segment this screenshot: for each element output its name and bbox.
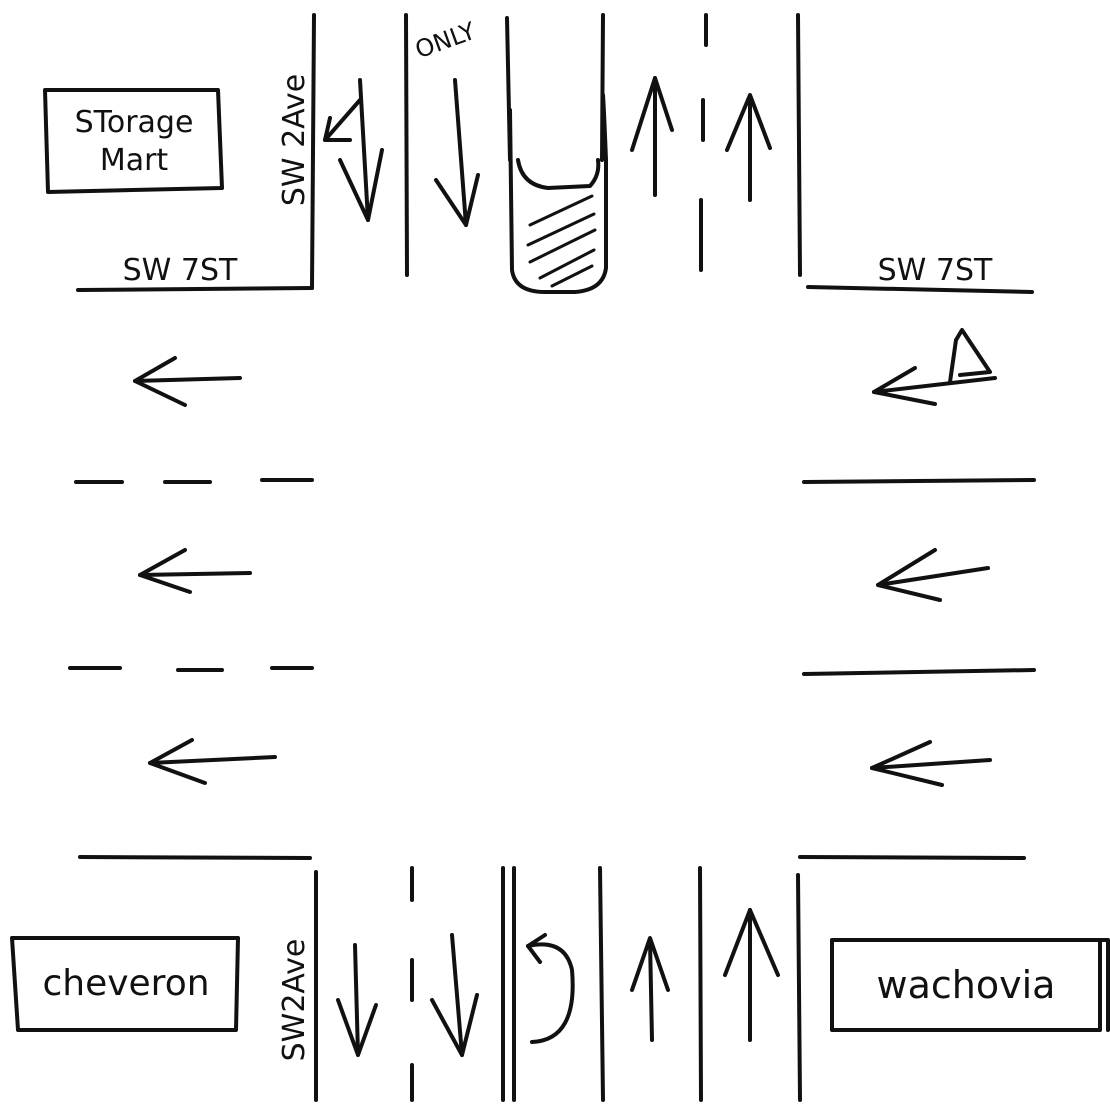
- northbound-arrow-icon: [630, 936, 670, 1042]
- west-south-curb: [78, 855, 312, 860]
- cheveron-label: cheveron: [42, 963, 209, 1004]
- northbound-arrow-icon: [723, 908, 780, 1042]
- westbound-right-turn-arrow-icon: [872, 328, 997, 406]
- storage-mart-line2: Mart: [100, 143, 169, 178]
- westbound-arrow-icon: [148, 738, 277, 785]
- north-approach-arrows: [323, 76, 772, 227]
- north-east-curb: [796, 13, 802, 277]
- north-lane-divider: [404, 13, 409, 277]
- northbound-arrow-icon: [725, 93, 772, 202]
- westbound-arrow-icon: [876, 548, 990, 602]
- street-label-sw-2ave-north: SW 2Ave: [277, 74, 312, 206]
- street-label-sw-2ave-south: SW2Ave: [277, 939, 312, 1062]
- southbound-right-turn-arrow-icon: [323, 78, 384, 222]
- street-label-sw-7st-west: SW 7ST: [123, 253, 238, 288]
- westbound-arrow-icon: [138, 548, 252, 594]
- westbound-arrow-icon: [133, 356, 242, 407]
- u-turn-arrow-icon: [526, 933, 575, 1044]
- southbound-arrow-icon: [434, 78, 480, 227]
- south-lane-divider-2: [698, 866, 703, 1102]
- building-cheveron: cheveron: [10, 936, 240, 1032]
- westbound-arrow-icon: [870, 740, 992, 787]
- east-south-curb: [798, 855, 1026, 860]
- lane-marking-only: ONLY: [411, 17, 479, 65]
- west-north-curb: [76, 286, 314, 292]
- building-storage-mart: STorage Mart: [43, 88, 224, 194]
- wachovia-label: wachovia: [877, 963, 1056, 1007]
- median-nose: [508, 93, 608, 294]
- east-lane-line-2: [802, 668, 1036, 676]
- south-approach-arrows: [336, 908, 780, 1057]
- south-east-curb: [796, 873, 802, 1102]
- building-wachovia: wachovia: [830, 938, 1110, 1032]
- east-lane-line-1: [802, 478, 1036, 484]
- east-north-curb: [806, 285, 1034, 294]
- north-approach: [310, 13, 802, 290]
- southbound-arrow-icon: [430, 933, 479, 1057]
- south-approach: [314, 866, 802, 1102]
- north-median-east-edge: [600, 13, 605, 162]
- cross-street-lines: [68, 285, 1036, 860]
- westbound-arrows-west: [133, 356, 277, 785]
- southbound-arrow-icon: [336, 943, 378, 1057]
- north-west-curb: [310, 13, 316, 290]
- storage-mart-line1: STorage: [75, 105, 194, 140]
- street-label-sw-7st-east: SW 7ST: [878, 253, 993, 288]
- westbound-arrows-east: [870, 328, 997, 787]
- south-lane-divider-1: [598, 866, 605, 1102]
- northbound-arrow-icon: [630, 76, 674, 197]
